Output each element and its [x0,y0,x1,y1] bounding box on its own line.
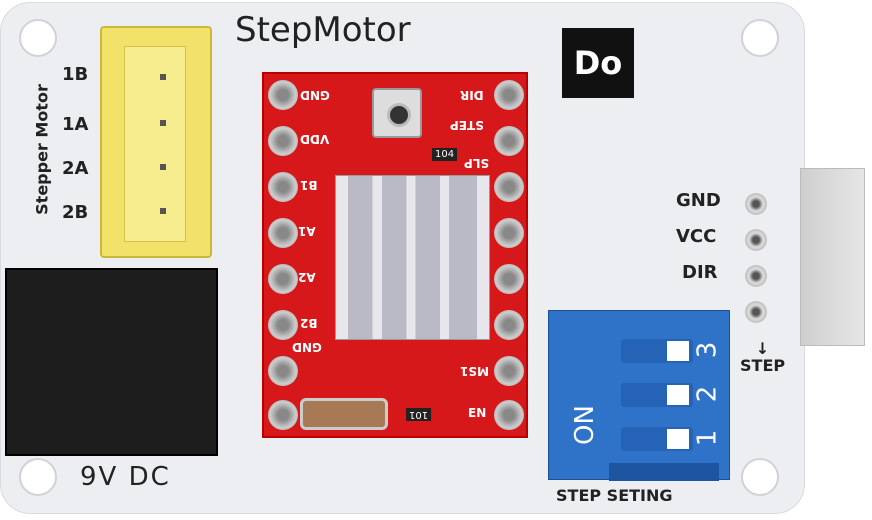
mounting-hole [741,458,779,496]
mounting-hole [19,458,57,496]
dc-power-jack[interactable] [5,268,218,456]
dip-number: 3 [692,341,723,359]
motor-pin-label: 2B [62,202,89,223]
resistor: 104 [432,148,458,161]
driver-pin-label: DIR [460,88,484,102]
driver-pin-label: EN [468,406,487,420]
motor-pin-label: 2A [62,158,89,179]
driver-pin-label: GND [300,88,330,102]
header-pin[interactable] [745,193,767,215]
motor-label: Stepper Motor [32,84,52,215]
potentiometer[interactable] [372,88,422,138]
motor-connector[interactable] [100,26,212,258]
driver-pin-label: A1 [298,224,316,238]
dip-on-label: ON [569,405,600,445]
dip-switch-2[interactable] [621,383,693,407]
dip-number: 1 [692,429,723,447]
header-pin-label: VCC [676,226,717,247]
driver-pin-label: SLP [464,156,490,170]
driver-pin-label: VDD [300,132,330,146]
brand-logo: Do [562,28,634,98]
power-label: 9V DC [80,462,171,492]
motor-pin-label: 1B [62,64,89,85]
dip-switch[interactable]: 3 2 1 [548,310,730,481]
driver-pin-label: A2 [298,270,316,284]
motor-pin-label: 1A [62,114,89,135]
header-pin[interactable] [745,265,767,287]
resistor: 101 [406,408,432,421]
step-text: STEP [740,356,786,375]
heatsink [335,175,490,340]
mounting-hole [19,19,57,57]
capacitor [300,398,388,430]
header-pin-label: DIR [682,262,718,283]
driver-pin-label: GND [292,340,322,354]
driver-pin-label: B2 [300,316,318,330]
driver-pin-label: STEP [450,118,484,132]
board-title: StepMotor [235,10,411,50]
header-pin[interactable] [745,301,767,323]
driver-pin-label: MS1 [460,364,489,378]
dip-label: STEP SETING [556,486,673,505]
step-label: ↓ STEP [740,339,786,376]
dip-switch-3[interactable] [621,339,693,363]
driver-pin-label: B1 [300,178,318,192]
dip-base [609,463,719,481]
arrow-down-icon: ↓ [755,339,770,358]
header-pin-label: GND [676,190,721,211]
mounting-hole [741,19,779,57]
dip-number: 2 [692,385,723,403]
header-pin[interactable] [745,229,767,251]
side-connector [800,168,865,346]
dip-switch-1[interactable] [621,427,693,451]
